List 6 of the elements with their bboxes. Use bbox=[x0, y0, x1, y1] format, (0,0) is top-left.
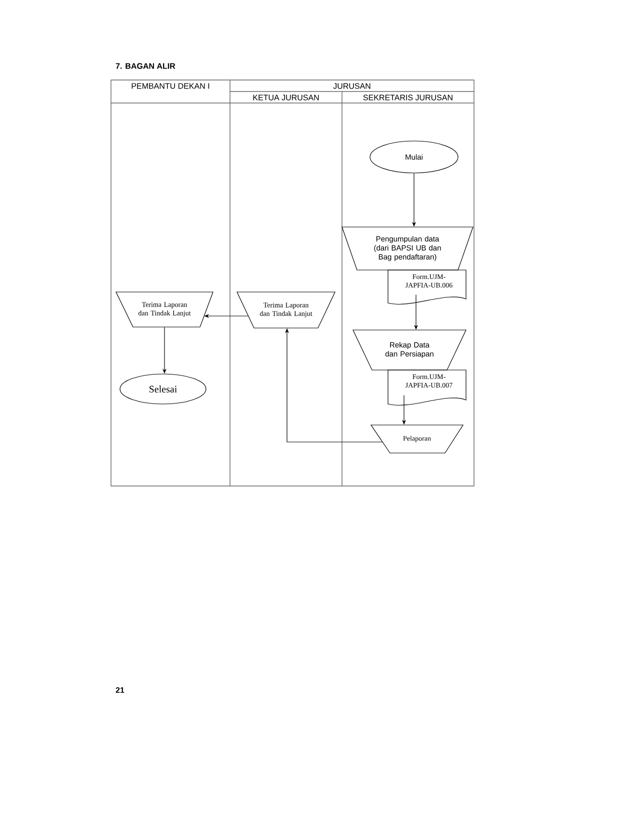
page-number: 21 bbox=[116, 687, 124, 693]
column-header: JURUSAN bbox=[333, 83, 370, 89]
column-header: KETUA JURUSAN bbox=[253, 94, 319, 100]
title: 7. BAGAN ALIR bbox=[116, 63, 176, 69]
column-header: SEKRETARIS JURUSAN bbox=[363, 94, 452, 100]
column-header: PEMBANTU DEKAN I bbox=[132, 83, 210, 89]
